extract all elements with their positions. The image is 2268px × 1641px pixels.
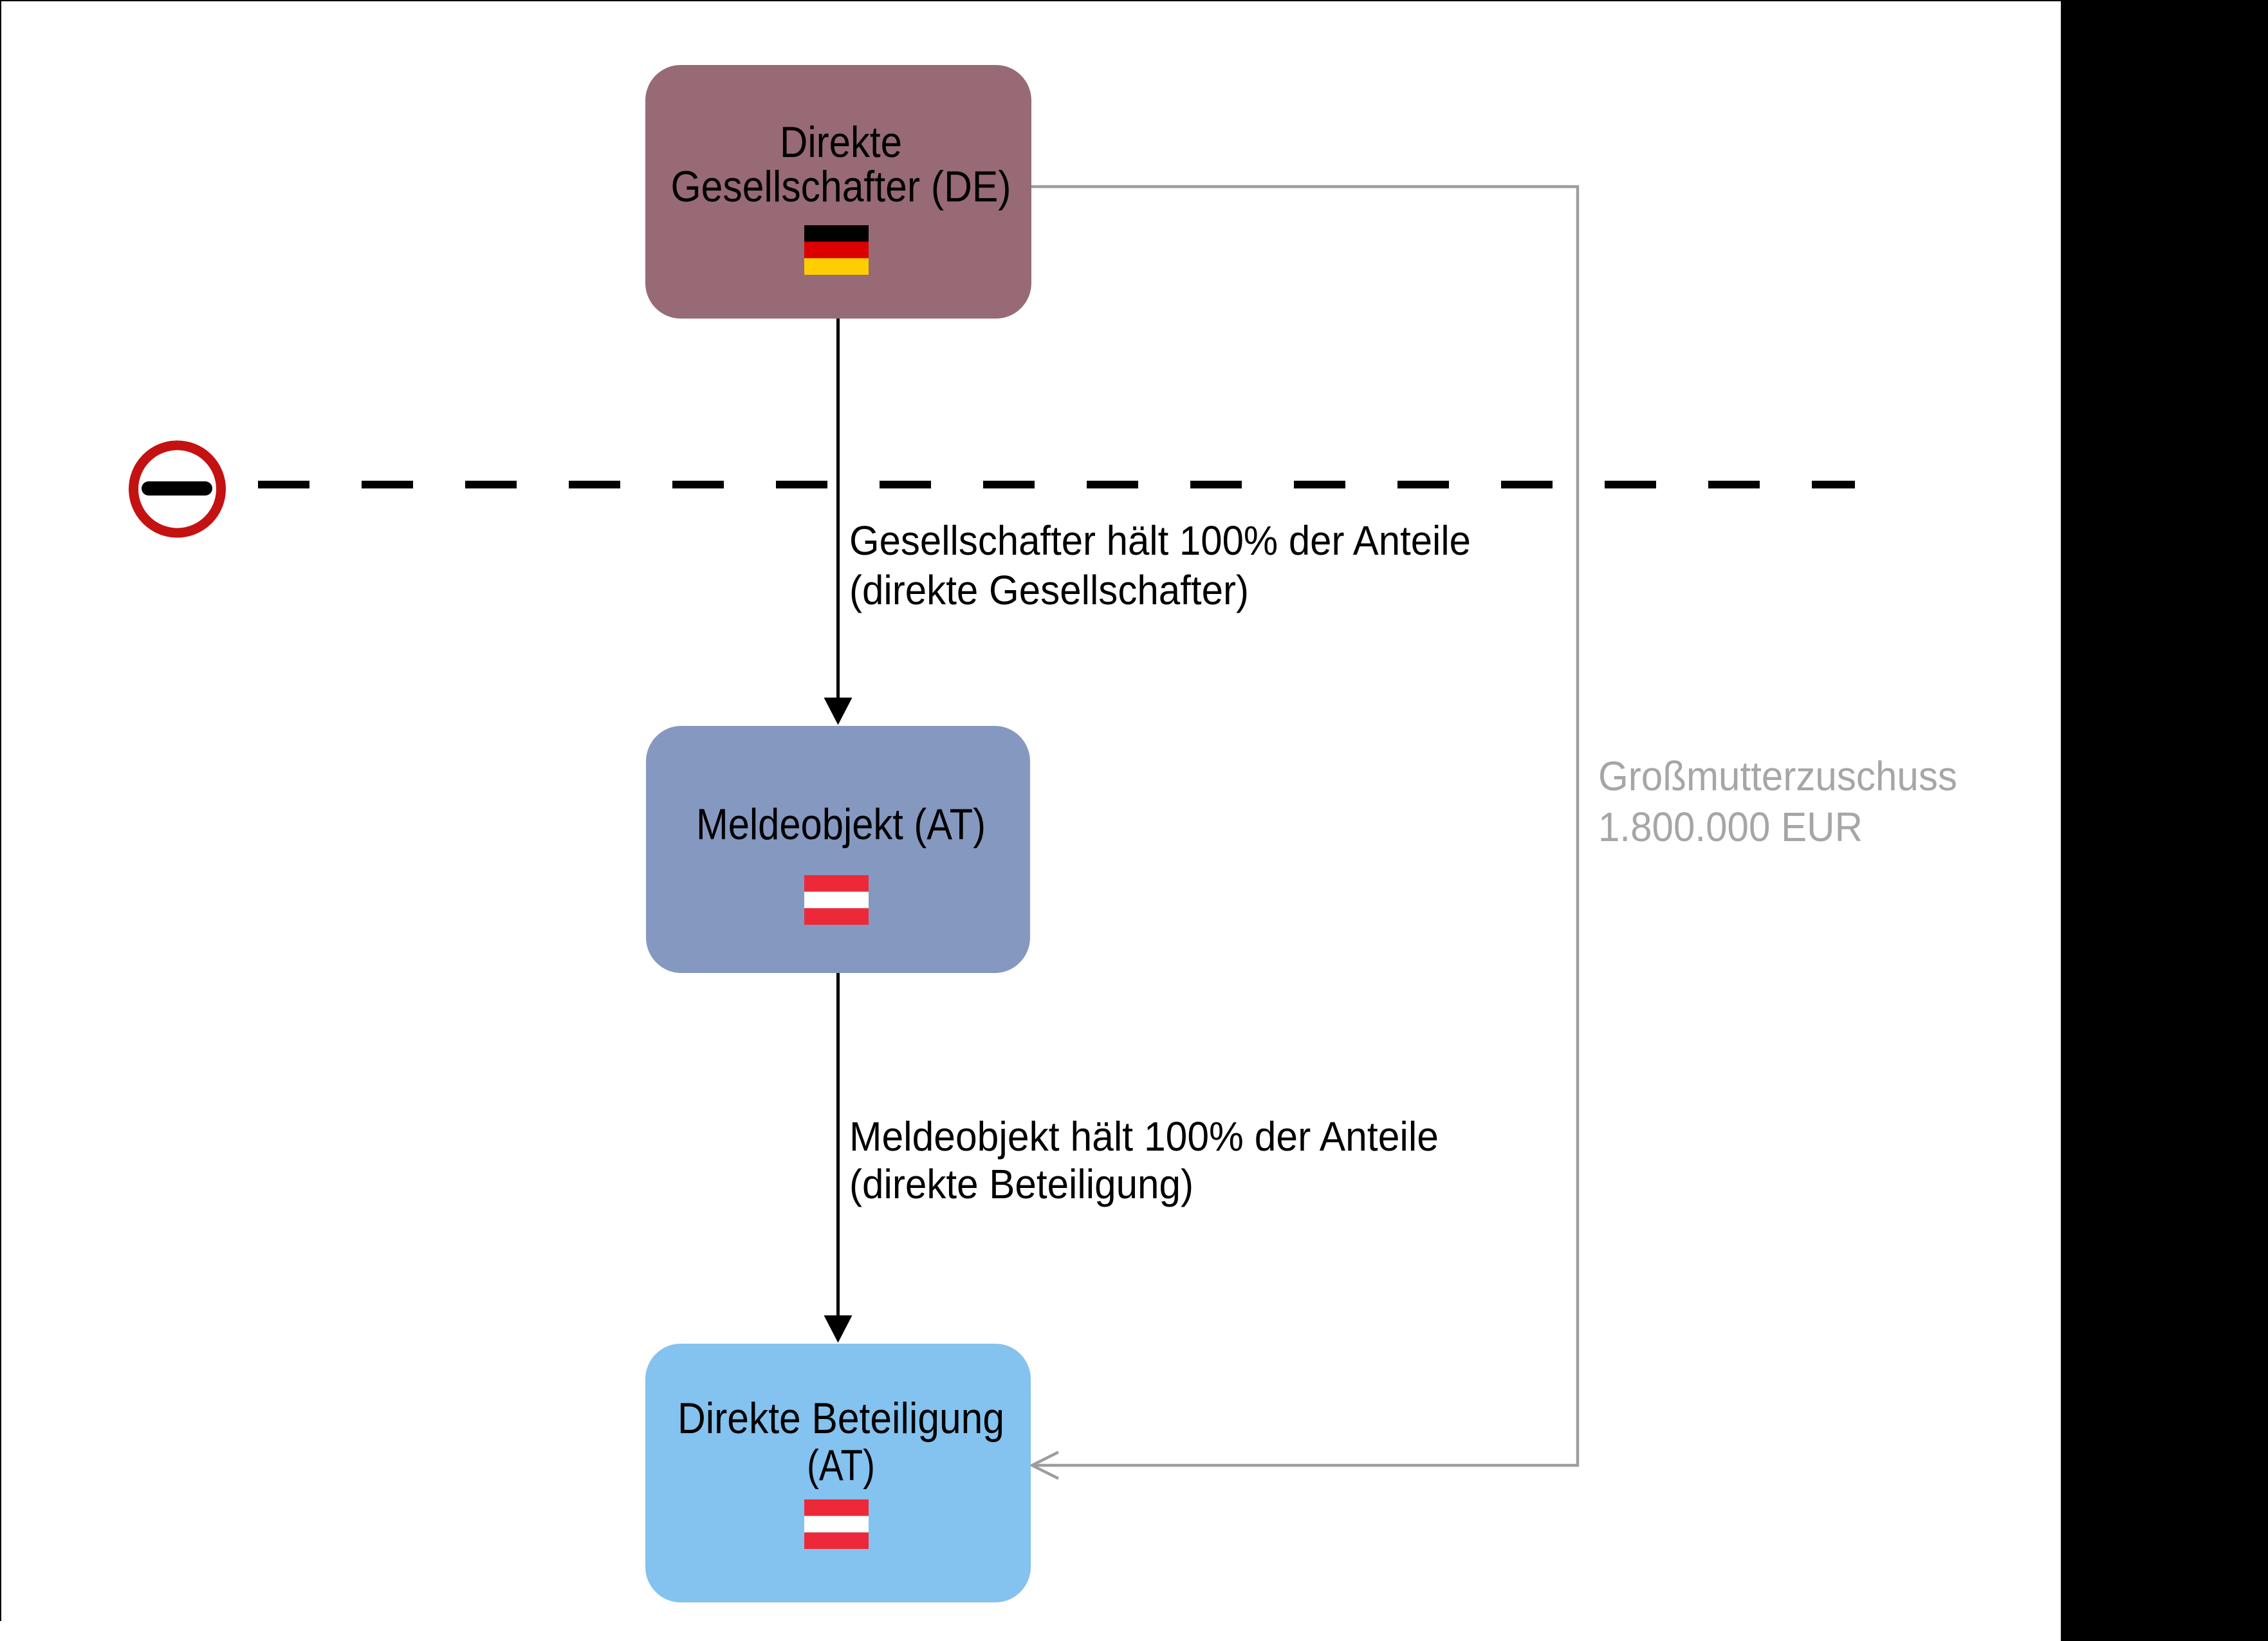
svg-text:Gesellschafter (DE): Gesellschafter (DE) (671, 162, 1011, 211)
svg-text:Meldeobjekt hält 100% der Ante: Meldeobjekt hält 100% der Anteile (849, 1113, 1439, 1160)
svg-text:Direkte: Direkte (780, 118, 902, 167)
svg-text:Meldeobjekt (AT): Meldeobjekt (AT) (696, 800, 986, 849)
svg-text:(direkte Gesellschafter): (direkte Gesellschafter) (849, 567, 1249, 613)
svg-text:Direkte Beteiligung: Direkte Beteiligung (678, 1394, 1004, 1443)
svg-text:1.800.000 EUR: 1.800.000 EUR (1598, 804, 1863, 850)
svg-text:Gesellschafter hält 100% der A: Gesellschafter hält 100% der Anteile (849, 517, 1471, 564)
svg-text:Großmutterzuschuss: Großmutterzuschuss (1598, 753, 1957, 799)
svg-text:(direkte Beteiligung): (direkte Beteiligung) (849, 1161, 1194, 1207)
svg-text:(AT): (AT) (807, 1441, 875, 1490)
